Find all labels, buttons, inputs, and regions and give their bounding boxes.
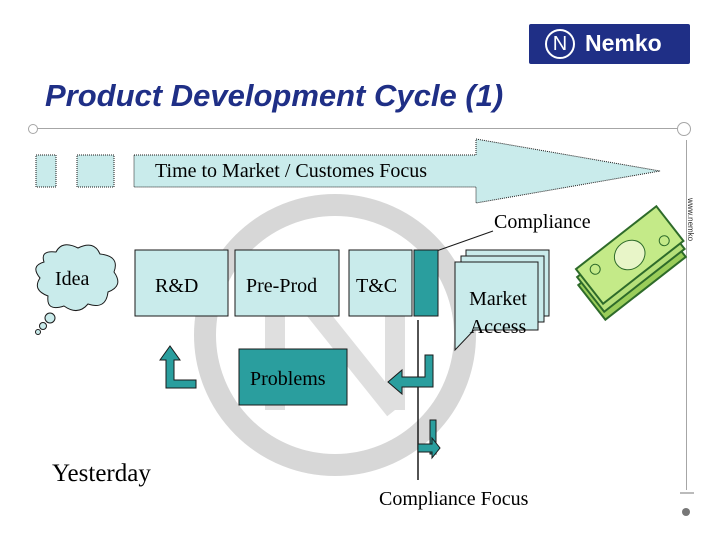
arrow-label: Time to Market / Customes Focus <box>155 160 428 182</box>
compliance-bar <box>413 249 439 317</box>
compliance-focus-label: Compliance Focus <box>379 488 529 510</box>
problems-box <box>238 348 348 406</box>
time-to-market-arrow <box>35 138 661 204</box>
focus-arrows <box>417 419 441 460</box>
idea-cloud <box>35 244 119 335</box>
arrow-dash-1 <box>35 154 57 188</box>
stage-box-rnd <box>134 249 229 317</box>
nemko-logo-mark: N <box>545 29 575 59</box>
side-rule-dot <box>682 508 690 516</box>
market-access-label: Market Access <box>469 288 527 338</box>
nemko-logo-text: Nemko <box>585 30 662 56</box>
rule-end-left <box>28 124 38 134</box>
stage-box-preprod <box>234 249 340 317</box>
arrow-body <box>133 138 661 204</box>
return-arrow-right <box>387 354 434 396</box>
stage-box-tc <box>348 249 413 317</box>
title-rule <box>32 128 682 129</box>
nemko-logo: N Nemko <box>529 24 690 64</box>
side-rule <box>686 140 687 490</box>
slide-title: Product Development Cycle (1) <box>45 78 504 113</box>
side-rule-tick <box>680 492 694 494</box>
idea-label: Idea <box>55 268 90 290</box>
market-access-stack <box>454 249 550 352</box>
yesterday-label: Yesterday <box>52 460 151 487</box>
watermark-logo <box>194 194 476 476</box>
stage-label-tc: T&C <box>356 275 398 297</box>
arrow-dash-2 <box>76 154 115 188</box>
rule-end-right <box>677 122 691 136</box>
money-stack-icon <box>574 204 688 322</box>
return-arrow-left <box>159 345 197 389</box>
compliance-label: Compliance <box>494 211 591 233</box>
problems-label: Problems <box>250 368 326 390</box>
side-url: www.nemko <box>686 198 695 242</box>
stage-label-rnd: R&D <box>155 275 199 297</box>
compliance-pointer <box>427 230 494 255</box>
stage-label-preprod: Pre-Prod <box>246 275 318 297</box>
